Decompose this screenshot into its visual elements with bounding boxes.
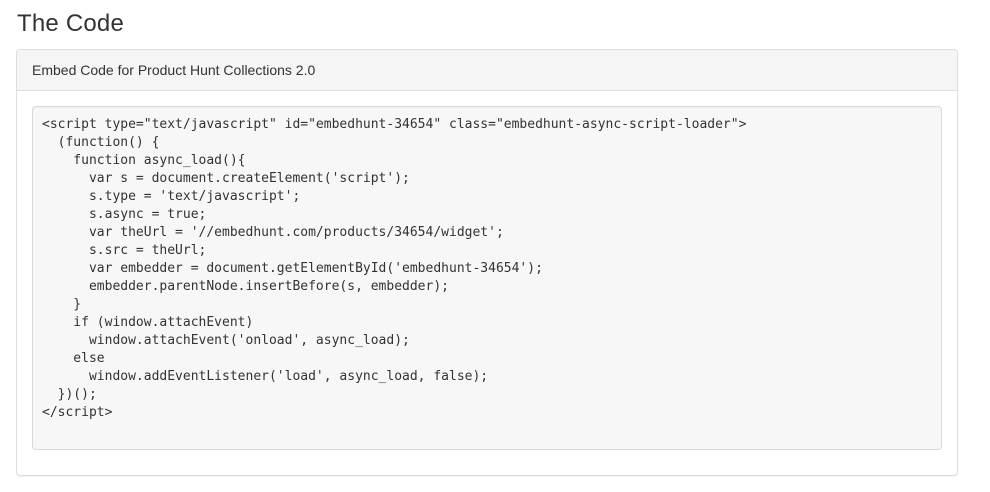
embed-code-block[interactable]: <script type="text/javascript" id="embed…	[32, 106, 942, 450]
page: The Code Embed Code for Product Hunt Col…	[16, 10, 958, 476]
panel-body: <script type="text/javascript" id="embed…	[17, 91, 957, 475]
embed-code-panel: Embed Code for Product Hunt Collections …	[16, 49, 958, 476]
page-title: The Code	[17, 10, 124, 37]
panel-heading: Embed Code for Product Hunt Collections …	[17, 50, 957, 91]
